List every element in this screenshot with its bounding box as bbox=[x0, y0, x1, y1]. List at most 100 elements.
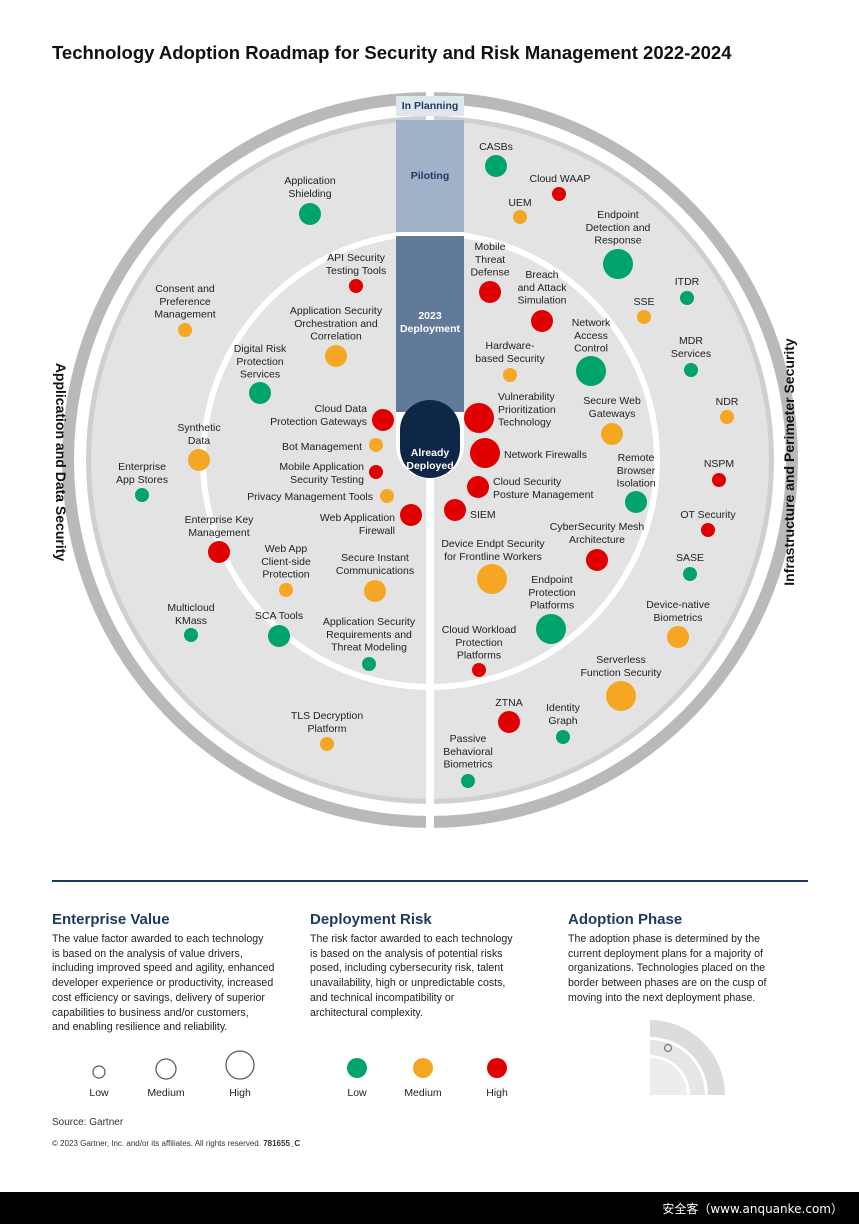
tech-marker-dot bbox=[601, 423, 623, 445]
tech-marker-dot bbox=[188, 449, 210, 471]
tech-label: Protection bbox=[262, 569, 309, 581]
tech-label: Correlation bbox=[310, 331, 362, 343]
tech-label: Function Security bbox=[580, 667, 662, 679]
tech-label: Application bbox=[284, 175, 336, 187]
tech-marker-dot bbox=[470, 438, 500, 468]
tech-marker-dot bbox=[513, 210, 527, 224]
tech-label: Network bbox=[572, 317, 611, 329]
tech-label: Platform bbox=[307, 723, 346, 735]
tech-label: ZTNA bbox=[495, 697, 522, 709]
deployment-2023-label: Deployment bbox=[400, 323, 461, 335]
tech-label: Digital Risk bbox=[234, 343, 287, 355]
tech-label: Cloud Security bbox=[493, 476, 562, 488]
tech-ot-security: OT Security bbox=[680, 509, 736, 537]
tech-marker-dot bbox=[683, 567, 697, 581]
tech-label: Consent and bbox=[155, 283, 215, 295]
tech-label: Response bbox=[594, 235, 641, 247]
tech-marker-dot bbox=[178, 323, 192, 337]
value-medium-label: Medium bbox=[147, 1087, 185, 1099]
tech-marker-dot bbox=[680, 291, 694, 305]
tech-marker-dot bbox=[637, 310, 651, 324]
tech-label: Services bbox=[240, 369, 280, 381]
tech-marker-dot bbox=[477, 564, 507, 594]
tech-label: CyberSecurity Mesh bbox=[550, 521, 645, 533]
deployment-risk-legend bbox=[347, 1058, 507, 1078]
tech-marker-dot bbox=[369, 438, 383, 452]
tech-marker-dot bbox=[349, 279, 363, 293]
tech-label: Technology bbox=[498, 417, 552, 429]
description-line: The risk factor awarded to each technolo… bbox=[310, 933, 513, 945]
description-line: unavailability, high or unpredictable co… bbox=[310, 977, 506, 990]
tech-label: Cloud Workload bbox=[442, 624, 517, 636]
tech-casbs: CASBs bbox=[479, 141, 513, 177]
tech-marker-dot bbox=[467, 476, 489, 498]
tech-label: TLS Decryption bbox=[291, 710, 364, 722]
tech-marker-dot bbox=[444, 499, 466, 521]
already-deployed-cap bbox=[400, 400, 460, 478]
tech-marker-dot bbox=[362, 657, 376, 671]
tech-label: Endpoint bbox=[531, 574, 573, 586]
description-line: posed, including cybersecurity risk, tal… bbox=[310, 962, 504, 975]
tech-label: CASBs bbox=[479, 141, 513, 153]
adoption-phase-graphic bbox=[650, 1020, 725, 1095]
risk-high-dot bbox=[487, 1058, 507, 1078]
tech-label: App Stores bbox=[116, 474, 168, 486]
tech-label: NSPM bbox=[704, 458, 734, 470]
tech-label: Shielding bbox=[288, 188, 331, 200]
tech-label: Access bbox=[574, 330, 608, 342]
tech-label: Cloud WAAP bbox=[530, 173, 591, 185]
tech-cloud-waap: Cloud WAAP bbox=[530, 173, 591, 201]
tech-label: Requirements and bbox=[326, 629, 412, 641]
tech-marker-dot bbox=[279, 583, 293, 597]
deployment-2023-label: 2023 bbox=[418, 310, 442, 322]
risk-medium-dot bbox=[413, 1058, 433, 1078]
enterprise-value-description: The value factor awarded to each technol… bbox=[52, 932, 297, 1035]
phase-bands: In PlanningPiloting2023DeploymentAlready… bbox=[396, 96, 464, 479]
piloting-band bbox=[396, 120, 464, 232]
tech-marker-dot bbox=[268, 625, 290, 647]
tech-label: Remote bbox=[618, 452, 655, 464]
description-line: The value factor awarded to each technol… bbox=[52, 933, 264, 945]
tech-label: Passive bbox=[450, 733, 487, 745]
value-medium-circle bbox=[155, 1058, 177, 1080]
tech-label: Protection bbox=[236, 356, 283, 368]
adoption-marker-icon bbox=[663, 1043, 673, 1053]
tech-label: Management bbox=[188, 527, 249, 539]
tech-label: Behavioral bbox=[443, 746, 493, 758]
tech-label: Threat Modeling bbox=[331, 642, 407, 654]
description-line: is based on the analysis of potential ri… bbox=[310, 947, 503, 960]
tech-label: Security Testing bbox=[290, 474, 364, 486]
tech-label: Management bbox=[154, 309, 215, 321]
tech-marker-dot bbox=[461, 774, 475, 788]
tech-label: ITDR bbox=[675, 276, 700, 288]
copyright-note: © 2023 Gartner, Inc. and/or its affiliat… bbox=[52, 1139, 301, 1148]
tech-marker-dot bbox=[320, 737, 334, 751]
tech-marker-dot bbox=[299, 203, 321, 225]
tech-label: Enterprise bbox=[118, 461, 166, 473]
description-line: The adoption phase is determined by the bbox=[568, 933, 760, 945]
page-title: Technology Adoption Roadmap for Security… bbox=[52, 42, 732, 63]
tech-marker-dot bbox=[184, 628, 198, 642]
tech-uem: UEM bbox=[508, 197, 532, 224]
tech-label: Endpoint bbox=[597, 209, 639, 221]
tech-label: Serverless bbox=[596, 654, 646, 666]
tech-label: Web App bbox=[265, 543, 308, 555]
source-note: Source: Gartner bbox=[52, 1117, 124, 1128]
already-deployed-label: Already bbox=[411, 447, 450, 459]
description-line: and enabling resilience and reliability. bbox=[52, 1021, 228, 1034]
tech-marker-dot bbox=[364, 580, 386, 602]
already-deployed-label: Deployed bbox=[406, 460, 453, 472]
in-planning-label: In Planning bbox=[402, 100, 459, 112]
tech-sse: SSE bbox=[633, 296, 655, 324]
tech-marker-dot bbox=[380, 489, 394, 503]
